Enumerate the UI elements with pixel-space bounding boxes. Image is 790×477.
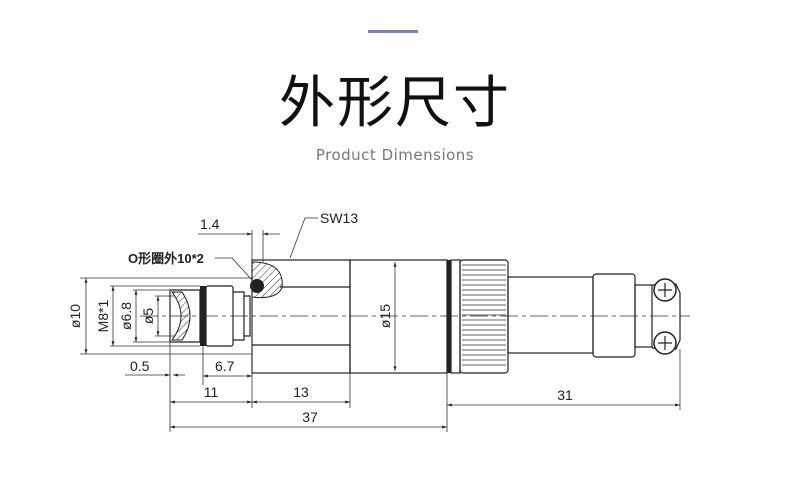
screw-icon <box>653 331 677 355</box>
label-d5: ø5 <box>140 308 156 325</box>
main-body <box>349 259 448 374</box>
dim-13: 13 <box>293 384 309 400</box>
sensor-tip <box>169 285 251 347</box>
connector-tube <box>507 276 594 354</box>
dim-0-5: 0.5 <box>130 358 150 374</box>
dim-6-7: 6.7 <box>215 358 235 374</box>
dim-31: 31 <box>557 387 573 403</box>
page-subtitle: Product Dimensions <box>315 146 475 164</box>
accent-bar <box>368 30 418 33</box>
page-title: 外形尺寸 <box>279 71 511 136</box>
oring-leader <box>215 257 253 281</box>
dim-11: 11 <box>204 384 219 400</box>
label-oring: O形圈外10*2 <box>128 251 204 266</box>
dim-37: 37 <box>302 409 318 425</box>
label-m8: M8*1 <box>95 299 111 332</box>
oring <box>250 279 264 293</box>
label-sw13: SW13 <box>320 210 358 226</box>
label-d6-8: ø6.8 <box>118 302 134 330</box>
sw-leader <box>289 217 318 259</box>
screw-icon <box>653 278 677 302</box>
label-d15: ø15 <box>377 304 393 328</box>
dim-1-4: 1.4 <box>200 216 220 232</box>
coupling <box>592 273 636 358</box>
label-d10: ø10 <box>67 304 83 328</box>
knurled-nut <box>459 259 509 374</box>
